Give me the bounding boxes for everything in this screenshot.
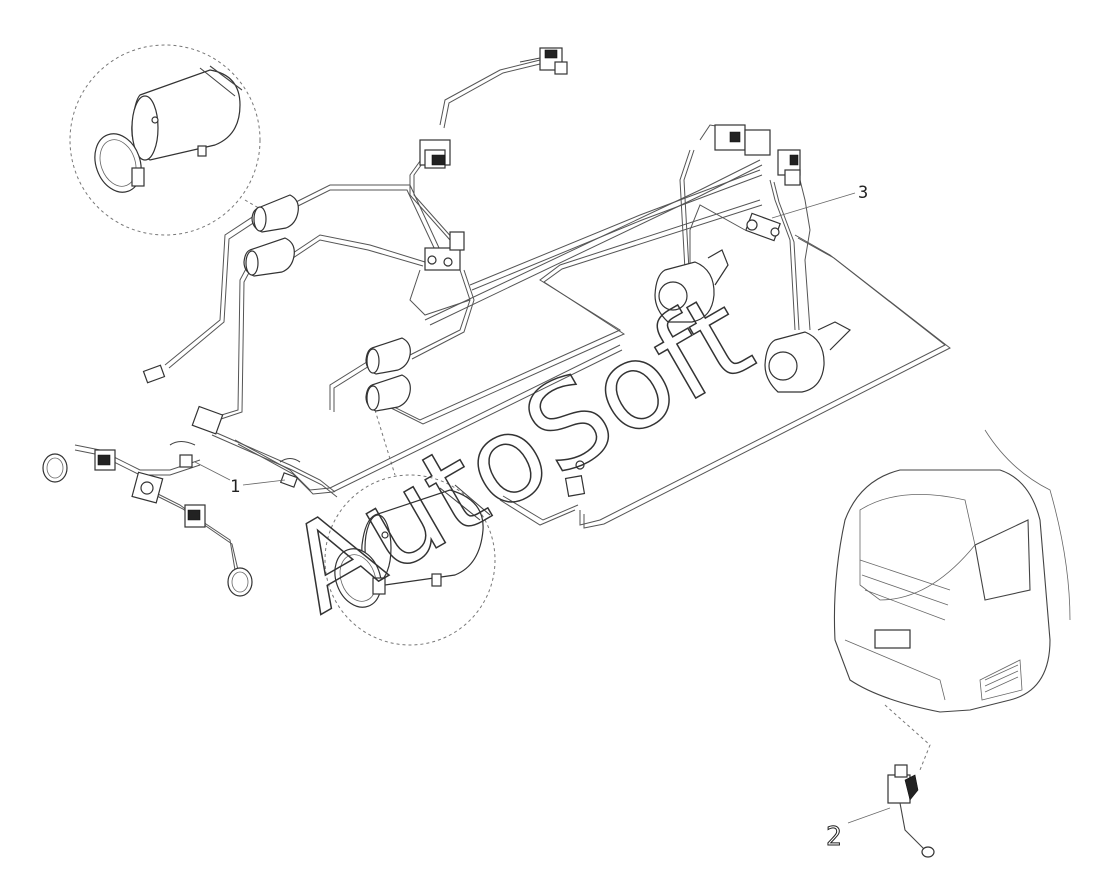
relay-valve-cluster [714,124,801,186]
brake-chamber-rear-left [654,249,729,323]
valve-item-2 [884,704,935,858]
valve-item-3 [745,212,781,242]
air-tank-top-2 [243,237,295,277]
test-connector-left [142,364,166,384]
callout-1-label: 1 [230,477,240,497]
brake-chamber-rear-right [764,321,851,393]
air-tank-mid-2 [365,374,411,412]
compressor-unit [519,47,568,75]
detail-view-air-tank-bottom [324,409,496,646]
bus-front-view [833,429,1071,713]
detail-view-air-tank-top [69,44,263,236]
callout-3-label: 3 [858,183,868,203]
air-tank-top-1 [251,194,299,233]
air-dryer-valve [419,139,451,169]
pipe-network [74,59,951,571]
callout-1: 1 [194,461,286,497]
watermark: AutoSoft [265,266,773,639]
four-circuit-protection-valve [424,231,465,271]
hand-brake-valve [564,460,586,497]
callout-2: 2 [826,807,891,853]
brake-valve-item-1 [169,405,301,488]
callout-2-label: 2 [826,822,842,852]
callout-3: 3 [771,183,868,219]
air-tank-mid-1 [365,337,411,375]
front-axle-assembly [42,449,253,597]
